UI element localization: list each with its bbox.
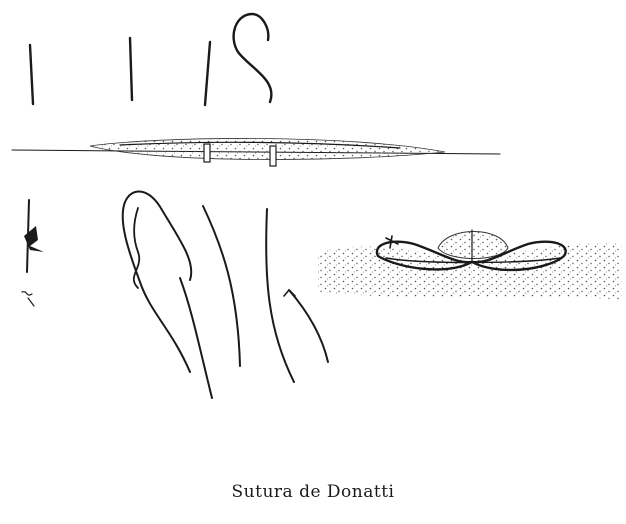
suture-loops — [123, 192, 328, 398]
skin-cross-section — [12, 138, 500, 166]
tissue-cross-section — [318, 230, 622, 300]
needle-arrow — [289, 290, 328, 362]
stitch-left — [204, 144, 210, 162]
knotted-stitch — [22, 200, 44, 306]
thread-3 — [266, 209, 294, 382]
stitch-right — [270, 146, 276, 166]
thread-tail-mark — [22, 292, 34, 306]
thread-1 — [180, 278, 212, 398]
needle-step-1 — [30, 45, 33, 104]
needle-steps-top — [30, 14, 271, 105]
needle-arrow-tip-icon — [284, 290, 295, 296]
tissue-raised-center — [438, 232, 508, 259]
skin-layer — [90, 138, 445, 159]
needle-step-3 — [205, 42, 210, 105]
figure-caption: Sutura de Donatti — [0, 482, 626, 502]
needle-step-2 — [130, 38, 132, 100]
thread-2 — [203, 206, 240, 366]
needle-step-4-hook — [234, 14, 272, 102]
